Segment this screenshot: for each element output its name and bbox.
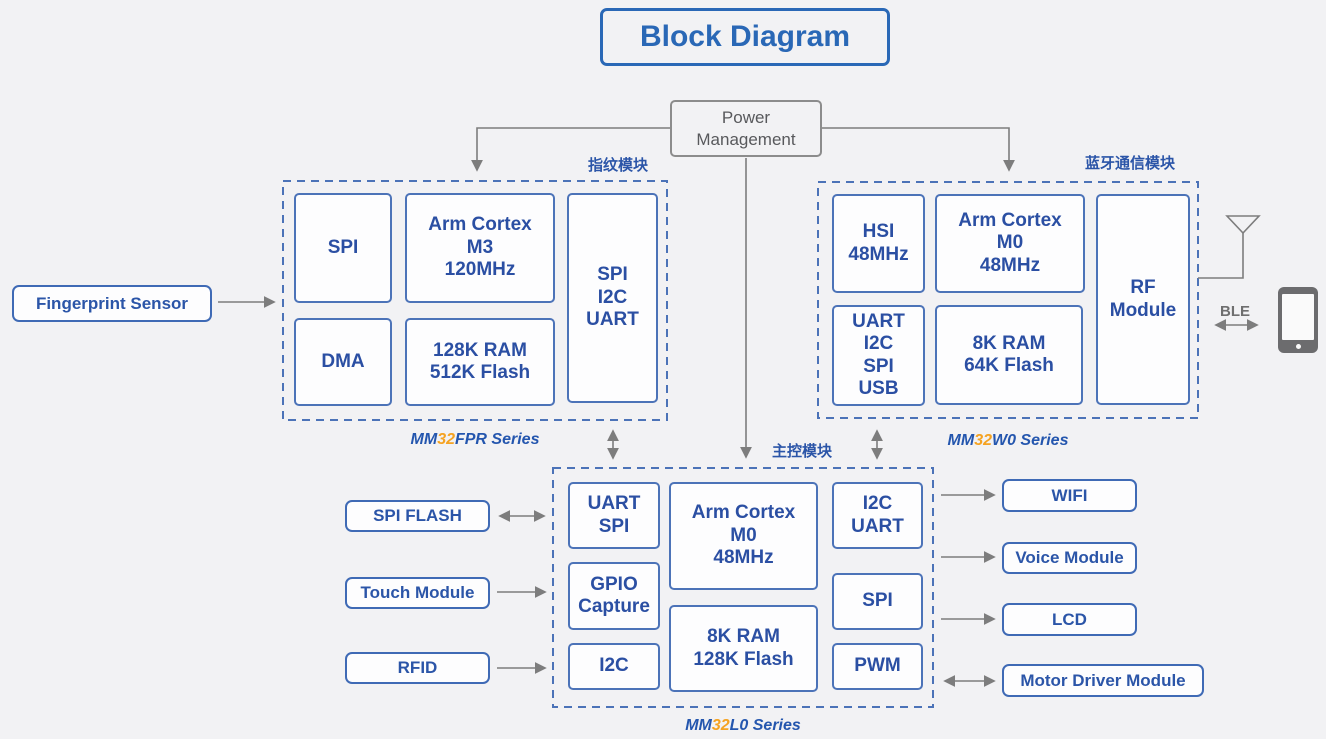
block-text: Capture <box>578 596 650 617</box>
power-line-1: Power <box>721 108 771 128</box>
series-number: 32 <box>711 717 730 734</box>
block-text: DMA <box>321 350 365 372</box>
block-bt-memory: 8K RAM 64K Flash <box>935 305 1083 405</box>
block-fp-memory: 128K RAM 512K Flash <box>405 318 555 406</box>
block-bt-peripherals: UART I2C SPI USB <box>832 305 925 406</box>
block-main-pwm: PWM <box>832 643 923 690</box>
spi-flash-box: SPI FLASH <box>345 500 490 532</box>
block-text: SPI <box>862 590 893 612</box>
block-text: I2C <box>599 655 629 677</box>
block-text: 8K RAM <box>972 332 1046 354</box>
ble-label: BLE <box>1220 303 1250 320</box>
block-text: SPI <box>327 236 359 258</box>
phone-icon <box>1278 287 1318 353</box>
block-main-i2c-uart: I2C UART <box>832 482 923 549</box>
main-group-label: 主控模块 <box>772 443 833 460</box>
block-text: RF <box>1130 277 1156 299</box>
series-suffix: W0 Series <box>991 432 1069 449</box>
block-text: PWM <box>854 655 901 677</box>
block-text: 512K Flash <box>429 362 531 383</box>
block-fp-peripherals: SPI I2C UART <box>567 193 658 403</box>
series-suffix: L0 Series <box>729 717 801 734</box>
block-text: I2C <box>597 286 628 308</box>
block-text: HSI <box>862 221 895 243</box>
block-bt-cpu: Arm Cortex M0 48MHz <box>935 194 1085 293</box>
block-text: Arm Cortex <box>958 209 1062 231</box>
series-prefix: MM <box>410 431 438 448</box>
block-main-gpio: GPIO Capture <box>568 562 660 630</box>
lcd-box: LCD <box>1002 603 1137 636</box>
block-text: Module <box>1109 299 1177 321</box>
block-main-memory: 8K RAM 128K Flash <box>669 605 818 692</box>
block-text: SPI <box>863 355 894 377</box>
block-text: 48MHz <box>848 243 909 265</box>
block-text: I2C <box>863 333 894 355</box>
block-text: I2C <box>862 493 893 515</box>
fingerprint-group-label: 指纹模块 <box>588 157 649 174</box>
phone-home-button <box>1295 344 1301 349</box>
block-text: Arm Cortex <box>428 214 532 236</box>
block-text: USB <box>858 377 899 399</box>
block-text: 128K RAM <box>433 339 527 361</box>
block-fp-spi: SPI <box>294 193 392 303</box>
block-text: UART <box>586 309 639 331</box>
arrow-power-to-bluetooth <box>822 127 1015 172</box>
block-text: SPI <box>597 264 628 286</box>
block-text: UART <box>852 310 905 332</box>
block-text: SPI <box>598 515 630 537</box>
series-number: 32 <box>974 432 992 449</box>
fingerprint-group-border <box>282 180 668 421</box>
main-group-border <box>552 467 934 708</box>
series-prefix: MM <box>685 717 712 734</box>
block-fp-dma: DMA <box>294 318 392 406</box>
phone-screen <box>1282 294 1314 340</box>
wifi-box: WIFI <box>1002 479 1137 512</box>
block-text: 8K RAM <box>707 626 780 648</box>
block-text: 120MHz <box>444 259 516 281</box>
antenna-icon <box>1225 215 1261 235</box>
rfid-box: RFID <box>345 652 490 684</box>
block-text: UART <box>587 493 641 515</box>
arrow-power-to-fingerprint <box>471 127 670 172</box>
rf-antenna-line <box>1198 233 1244 279</box>
block-main-spi: SPI <box>832 573 923 630</box>
fingerprint-series-label: MM32FPR Series <box>283 431 667 449</box>
voice-module-box: Voice Module <box>1002 542 1137 574</box>
power-line-2: Management <box>696 129 796 149</box>
block-text: 48MHz <box>713 547 774 569</box>
block-text: M3 <box>466 236 494 258</box>
block-text: 64K Flash <box>964 355 1054 376</box>
power-management-box: Power Management <box>670 100 822 157</box>
block-text: 48MHz <box>979 254 1041 276</box>
block-text: M0 <box>730 524 757 546</box>
bluetooth-series-label: MM32W0 Series <box>818 432 1198 450</box>
touch-module-box: Touch Module <box>345 577 490 609</box>
bluetooth-group-label: 蓝牙通信模块 <box>1085 155 1176 172</box>
motor-driver-module-box: Motor Driver Module <box>1002 664 1204 697</box>
series-number: 32 <box>437 431 455 448</box>
fingerprint-sensor-box: Fingerprint Sensor <box>12 285 212 322</box>
block-text: Arm Cortex <box>691 502 796 524</box>
block-fp-cpu: Arm Cortex M3 120MHz <box>405 193 555 303</box>
block-text: UART <box>851 515 904 537</box>
block-text: M0 <box>996 232 1024 254</box>
block-main-i2c: I2C <box>568 643 660 690</box>
diagram-title: Block Diagram <box>600 8 890 66</box>
block-text: GPIO <box>590 573 638 595</box>
block-bt-hsi: HSI 48MHz <box>832 194 925 293</box>
block-text: 128K Flash <box>693 648 794 670</box>
series-prefix: MM <box>947 432 975 449</box>
block-main-uart-spi: UART SPI <box>568 482 660 549</box>
main-series-label: MM32L0 Series <box>553 717 933 735</box>
block-bt-rf: RF Module <box>1096 194 1190 405</box>
series-suffix: FPR Series <box>454 431 540 448</box>
block-main-cpu: Arm Cortex M0 48MHz <box>669 482 818 590</box>
bluetooth-group-border <box>817 181 1199 419</box>
